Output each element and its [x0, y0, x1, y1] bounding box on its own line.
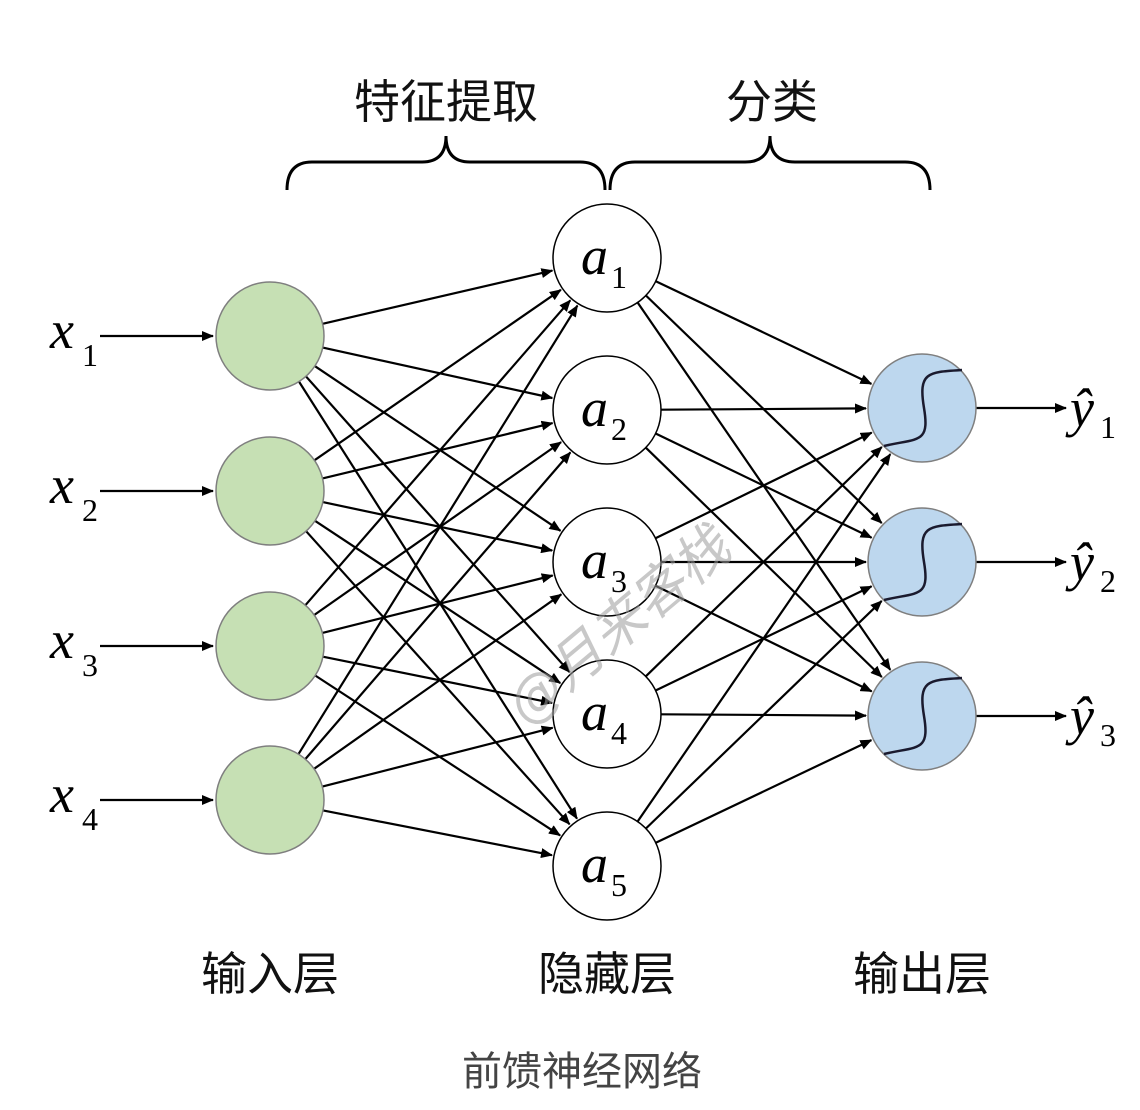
hidden-node-label: a [581, 682, 608, 742]
input-layer-nodes [215, 281, 325, 855]
output-layer-label: 输出层 [853, 947, 991, 1001]
output-node-1 [867, 353, 977, 463]
hidden-node-1 [552, 203, 662, 313]
output-node-3 [867, 661, 977, 771]
connection-edges [297, 268, 892, 858]
output-variable-label: ŷ [1065, 532, 1094, 592]
edge-input3-hidden5 [314, 674, 561, 837]
hidden-node-4 [552, 659, 662, 769]
hidden-node-subscript: 5 [611, 867, 627, 903]
output-node-2 [867, 507, 977, 617]
hidden-node-label: a [581, 226, 608, 286]
output-arrows [976, 403, 1067, 721]
hidden-node-3 [552, 507, 662, 617]
bracket-feature-extraction [285, 135, 607, 191]
sigmoid-curve-icon [883, 522, 963, 602]
input-node-2 [215, 436, 325, 546]
output-variable-label: ŷ [1065, 686, 1094, 746]
edge-input3-hidden3 [322, 573, 554, 634]
input-variable-subscript: 1 [82, 337, 98, 373]
edge-input4-hidden2 [304, 451, 572, 760]
hidden-node-5 [552, 811, 662, 921]
classification-label: 分类 [726, 75, 818, 129]
edge-input1-hidden2 [322, 346, 554, 401]
hidden-node-2 [552, 355, 662, 465]
input-variable-label: x [49, 455, 74, 515]
edge-hidden1-output1 [655, 280, 873, 385]
input-variable-label: x [49, 764, 74, 824]
figure-caption: 前馈神经网络 [462, 1049, 702, 1095]
edge-input4-hidden1 [297, 304, 579, 755]
output-variable-subscript: 3 [1100, 717, 1116, 753]
input-node-1 [215, 281, 325, 391]
edge-hidden5-output1 [636, 453, 892, 823]
sigmoid-curve-icon [883, 676, 963, 756]
input-variable-subscript: 4 [82, 801, 98, 837]
output-variable-subscript: 2 [1100, 563, 1116, 599]
input-node-4 [215, 745, 325, 855]
edge-input4-hidden4 [322, 725, 554, 788]
edge-input2-hidden5 [305, 530, 571, 826]
input-layer-label: 输入层 [201, 947, 339, 1001]
edge-input3-hidden4 [322, 655, 554, 706]
edge-input1-hidden3 [314, 365, 562, 532]
hidden-node-label: a [581, 378, 608, 438]
output-variable-subscript: 1 [1100, 409, 1116, 445]
sigmoid-curve-icon [883, 368, 963, 448]
output-variable-label: ŷ [1065, 378, 1094, 438]
edge-input4-hidden5 [322, 809, 553, 858]
hidden-node-label: a [581, 530, 608, 590]
edge-hidden5-output3 [655, 739, 873, 844]
hidden-node-subscript: 1 [611, 259, 627, 295]
hidden-node-subscript: 2 [611, 411, 627, 447]
feature-extraction-label: 特征提取 [354, 75, 538, 129]
edge-input1-hidden5 [298, 381, 578, 820]
edge-input2-hidden3 [322, 501, 554, 554]
input-variable-label: x [49, 300, 74, 360]
edge-hidden2-output1 [660, 403, 867, 414]
edge-hidden5-output2 [645, 600, 883, 830]
bracket-classification [608, 135, 932, 191]
hidden-node-subscript: 4 [611, 715, 627, 751]
hidden-node-subscript: 3 [611, 563, 627, 599]
input-variable-label: x [49, 610, 74, 670]
edge-input4-hidden3 [313, 593, 563, 770]
output-layer-nodes [867, 353, 977, 771]
edge-hidden4-output1 [644, 446, 883, 678]
edge-input1-hidden4 [305, 375, 571, 673]
input-variable-subscript: 2 [82, 492, 98, 528]
input-node-3 [215, 591, 325, 701]
hidden-layer-label: 隐藏层 [538, 947, 676, 1001]
edge-input3-hidden1 [304, 299, 572, 606]
input-variable-subscript: 3 [82, 647, 98, 683]
edge-input1-hidden1 [322, 268, 554, 325]
hidden-node-label: a [581, 834, 608, 894]
edge-input2-hidden2 [322, 420, 554, 480]
input-arrows [100, 331, 214, 805]
edge-input2-hidden1 [313, 288, 562, 462]
edge-hidden3-output1 [655, 431, 873, 540]
